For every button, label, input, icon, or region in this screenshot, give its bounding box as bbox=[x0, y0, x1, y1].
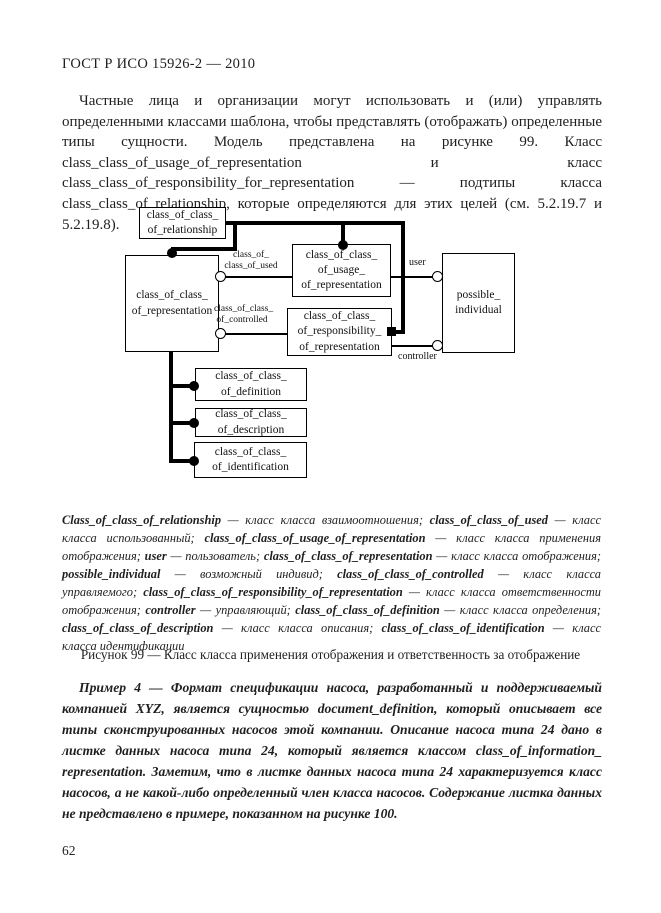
subtype-branch-responsibility-h bbox=[392, 330, 405, 334]
figure-caption: Рисунок 99 — Класс класса применения ото… bbox=[80, 647, 581, 662]
legend-translation: — класс класса определения; bbox=[439, 603, 601, 617]
legend-translation: — класс класса взаимоотношения; bbox=[221, 513, 430, 527]
example-paragraph: Пример 4 — Формат спецификации насоса, р… bbox=[62, 680, 602, 821]
legend-term: class_of_class_of_definition bbox=[295, 603, 440, 617]
subtype-branch-responsibility-v bbox=[401, 221, 405, 334]
subtype-branch-identification bbox=[169, 459, 193, 463]
legend-translation: — возможный индивид; bbox=[160, 567, 338, 581]
intro-paragraph: Частные лица и организации могут использ… bbox=[62, 93, 602, 233]
label-class-of-class-of-controlled: class_of_class_ of_controlled bbox=[214, 304, 274, 325]
legend-term: possible_individual bbox=[62, 567, 161, 581]
subtype-arrow-description-icon bbox=[189, 418, 199, 428]
attribute-line-used bbox=[222, 276, 292, 278]
box-class-of-class-of-description: class_of_class_ of_description bbox=[195, 408, 307, 437]
legend-term: class_of_class_of_usage_of_representatio… bbox=[204, 531, 426, 545]
attribute-line-user bbox=[391, 276, 438, 278]
box-class-of-class-of-usage-of-representation: class_of_class_ of_usage_ of_representat… bbox=[292, 244, 391, 297]
subtype-arrow-identification-icon bbox=[189, 456, 199, 466]
legend-translation: — класс класса управляемого; bbox=[62, 567, 601, 599]
page-header: ГОСТ Р ИСО 15926-2 — 2010 bbox=[62, 56, 256, 72]
legend-term: class_of_class_of_representation bbox=[263, 549, 433, 563]
page-number: 62 bbox=[62, 843, 76, 858]
legend-term: controller bbox=[145, 603, 196, 617]
box-possible-individual: possible_ individual bbox=[442, 253, 515, 353]
attribute-line-controller bbox=[392, 345, 438, 347]
subtype-arrow-representation-icon bbox=[167, 248, 177, 258]
subtype-tree-vertical bbox=[169, 352, 173, 463]
legend-translation: — класс класса применения отображения; bbox=[62, 531, 602, 563]
attribute-circle-controller-icon bbox=[432, 340, 443, 351]
legend-term: class_of_class_of_used bbox=[429, 513, 548, 527]
legend-translation: — класс класса использованный; bbox=[62, 513, 601, 545]
label-class-of-class-of-used: class_of_ class_of_used bbox=[224, 250, 278, 271]
box-class-of-class-of-representation: class_of_class_ of_representation bbox=[125, 255, 219, 352]
box-class-of-class-of-definition: class_of_class_ of_definition bbox=[195, 368, 307, 401]
box-class-of-class-of-responsibility-of-representation: class_of_class_ of_responsibility_ of_re… bbox=[287, 308, 392, 356]
legend-term: class_of_class_of_description bbox=[62, 621, 214, 635]
subtype-arrow-usage-icon bbox=[338, 240, 348, 250]
subtype-branch-description bbox=[169, 421, 193, 425]
legend-term: Class_of_class_of_relationship bbox=[62, 513, 222, 527]
subtype-branch-representation-h bbox=[171, 247, 237, 251]
figure-legend: Class_of_class_of_relationship — класс к… bbox=[62, 511, 601, 655]
attribute-line-controlled bbox=[222, 333, 287, 335]
legend-term: class_of_class_of_identification bbox=[381, 621, 545, 635]
legend-translation: — класс класса отображения; bbox=[432, 549, 601, 563]
legend-term: class_of_class_of_responsibility_of_repr… bbox=[143, 585, 403, 599]
legend-term: class_of_class_of_controlled bbox=[337, 567, 484, 581]
label-controller: controller bbox=[398, 351, 437, 362]
legend-translation: — пользователь; bbox=[166, 549, 264, 563]
subtype-arrow-definition-icon bbox=[189, 381, 199, 391]
legend-translation: — класс класса идентификации bbox=[62, 621, 601, 653]
attribute-circle-used-icon bbox=[215, 271, 226, 282]
legend-translation: — класс класса описания; bbox=[213, 621, 382, 635]
label-user: user bbox=[409, 257, 426, 268]
attribute-circle-user-icon bbox=[432, 271, 443, 282]
legend-term: user bbox=[144, 549, 167, 563]
attribute-circle-controlled-icon bbox=[215, 328, 226, 339]
legend-translation: — класс класса ответственности отображен… bbox=[62, 585, 601, 617]
subtype-arrow-responsibility-icon bbox=[387, 327, 396, 336]
subtype-branch-definition bbox=[169, 384, 193, 388]
box-class-of-class-of-identification: class_of_class_ of_identification bbox=[194, 442, 307, 478]
legend-translation: — управляющий; bbox=[195, 603, 296, 617]
